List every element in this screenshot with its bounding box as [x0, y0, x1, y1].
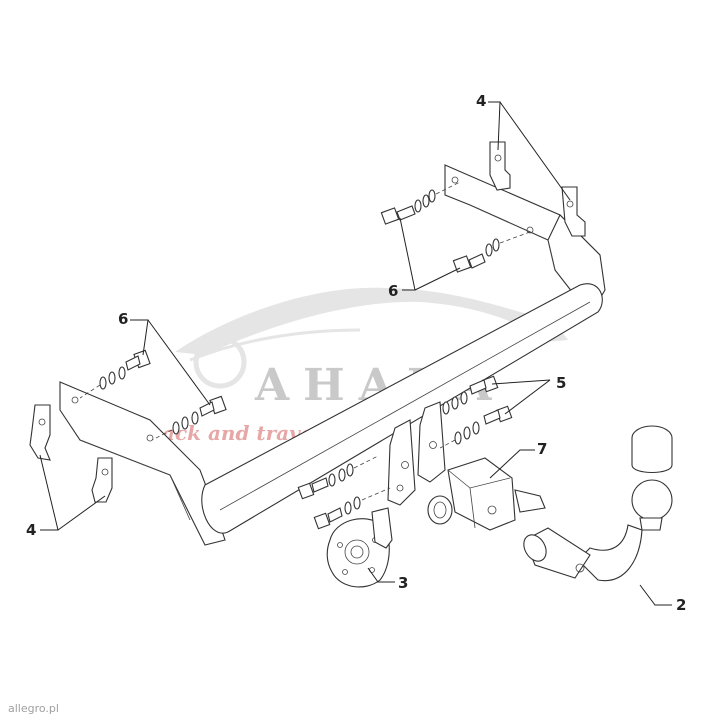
source-badge: allegro.pl	[8, 702, 59, 715]
callout-7: 7	[537, 440, 547, 458]
callout-leaders	[39, 101, 672, 606]
callout-3: 3	[398, 574, 408, 592]
callout-4-left: 4	[26, 521, 36, 539]
socket-mounting-plate	[326, 507, 393, 588]
mounting-bracket-left	[29, 404, 113, 503]
tow-bar-crossbeam	[59, 164, 606, 546]
socket-mount-bracket	[387, 401, 446, 506]
mounting-bracket-top	[489, 141, 586, 237]
callout-5: 5	[556, 374, 566, 392]
bolt-set-upper-right	[380, 181, 531, 273]
watermark-car-logo	[175, 287, 568, 389]
coupling-ball-neck	[523, 425, 673, 582]
callout-6-left: 6	[118, 310, 128, 328]
bolt-set-socket-plate	[297, 455, 391, 530]
bolt-set-lower-right	[439, 375, 513, 449]
callout-6-upper: 6	[388, 282, 398, 300]
electric-socket-module	[427, 457, 546, 531]
bolt-set-left	[79, 349, 227, 441]
callout-4-top: 4	[476, 92, 486, 110]
callout-2: 2	[676, 596, 686, 614]
